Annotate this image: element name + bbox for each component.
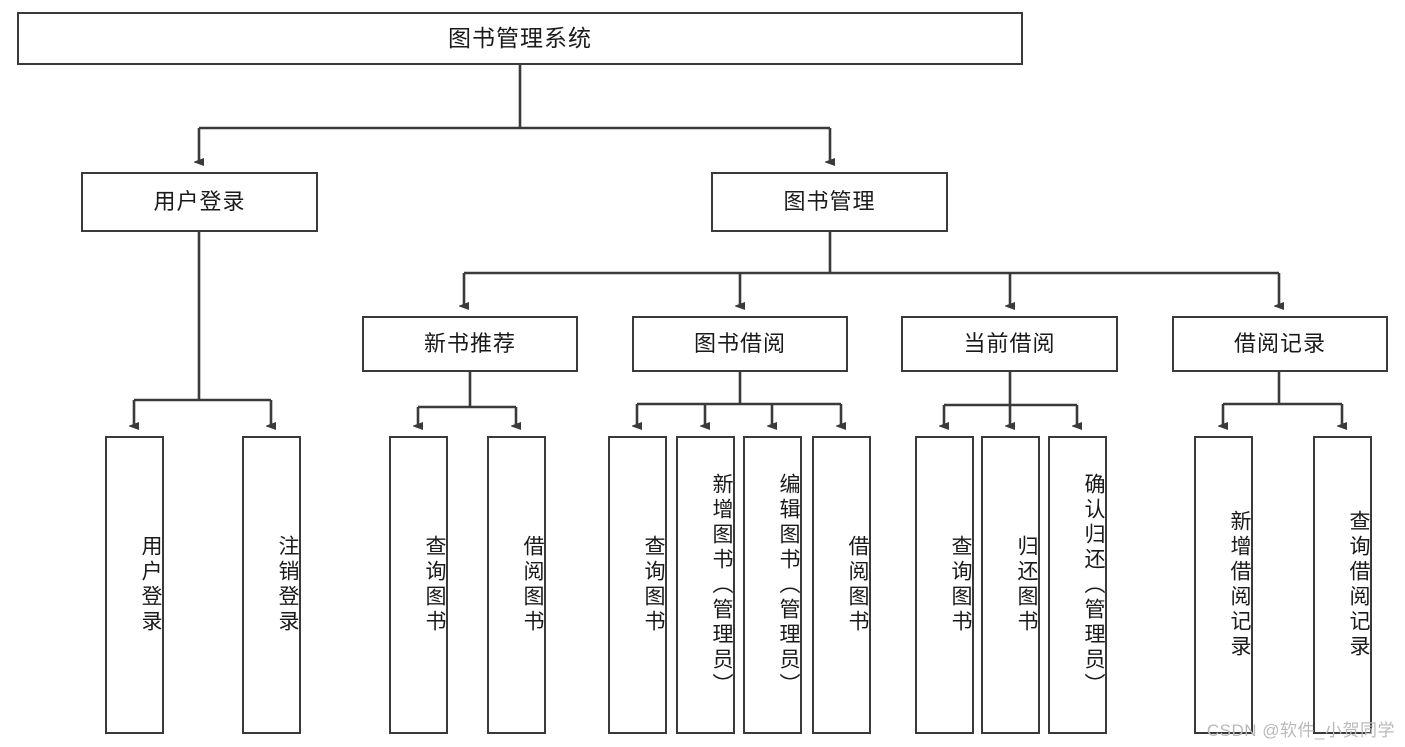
- node-current-borrow[interactable]: 当前借阅: [901, 316, 1118, 372]
- node-label: 新增借阅记录: [1228, 510, 1251, 660]
- node-label: 用户登录: [153, 188, 246, 214]
- leaf-current-query-book[interactable]: 查询图书: [915, 436, 974, 734]
- leaf-user-login-login[interactable]: 用户登录: [105, 436, 164, 734]
- leaf-borrow-borrow-book[interactable]: 借阅图书: [812, 436, 871, 734]
- node-label: 图书管理系统: [448, 24, 592, 51]
- leaf-current-return-book[interactable]: 归还图书: [981, 436, 1040, 734]
- node-label: 归还图书: [1015, 535, 1038, 635]
- node-label: 借阅记录: [1233, 330, 1326, 356]
- leaf-borrow-add-book-admin[interactable]: 新增图书（管理员）: [676, 436, 735, 734]
- watermark-text: CSDN @软件_小贺同学: [1206, 721, 1395, 740]
- node-new-book-recommend[interactable]: 新书推荐: [362, 316, 578, 372]
- node-root-system[interactable]: 图书管理系统: [17, 12, 1023, 65]
- leaf-borrow-query-book[interactable]: 查询图书: [608, 436, 667, 734]
- leaf-records-add-record[interactable]: 新增借阅记录: [1194, 436, 1253, 734]
- leaf-new-book-borrow[interactable]: 借阅图书: [487, 436, 546, 734]
- node-label: 查询图书: [949, 535, 972, 635]
- node-label: 查询借阅记录: [1347, 510, 1370, 660]
- node-label: 确认归还（管理员）: [1082, 472, 1105, 698]
- node-book-borrow[interactable]: 图书借阅: [632, 316, 848, 372]
- node-label: 查询图书: [423, 535, 446, 635]
- leaf-borrow-edit-book-admin[interactable]: 编辑图书（管理员）: [743, 436, 802, 734]
- node-label: 借阅图书: [846, 535, 869, 635]
- leaf-new-book-query[interactable]: 查询图书: [389, 436, 448, 734]
- leaf-records-query-record[interactable]: 查询借阅记录: [1313, 436, 1372, 734]
- node-label: 图书管理: [783, 188, 876, 214]
- node-label: 新书推荐: [423, 330, 516, 356]
- node-label: 新增图书（管理员）: [710, 472, 733, 698]
- node-borrow-records[interactable]: 借阅记录: [1172, 316, 1388, 372]
- node-label: 图书借阅: [693, 330, 786, 356]
- leaf-user-login-logout[interactable]: 注销登录: [242, 436, 301, 734]
- node-book-management[interactable]: 图书管理: [711, 172, 948, 232]
- node-label: 注销登录: [276, 535, 299, 635]
- leaf-current-confirm-return-admin[interactable]: 确认归还（管理员）: [1048, 436, 1107, 734]
- node-label: 借阅图书: [521, 535, 544, 635]
- node-label: 查询图书: [642, 535, 665, 635]
- node-label: 用户登录: [139, 535, 162, 635]
- node-label: 当前借阅: [963, 330, 1056, 356]
- node-user-login[interactable]: 用户登录: [81, 172, 318, 232]
- node-label: 编辑图书（管理员）: [777, 472, 800, 698]
